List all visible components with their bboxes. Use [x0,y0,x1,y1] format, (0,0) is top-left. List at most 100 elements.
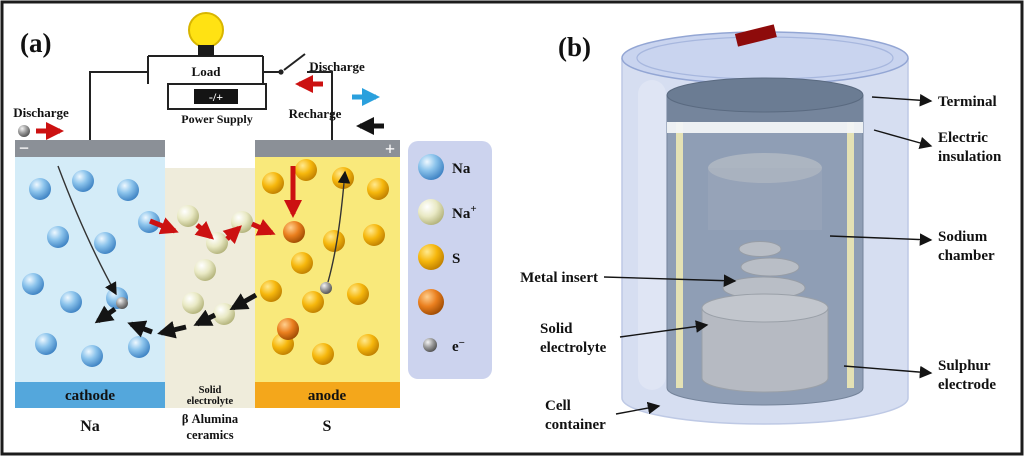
electrolyte-label-line1: Solid [199,385,222,396]
legend-s-sphere-icon [418,244,444,270]
light-bulb-icon [188,12,224,48]
recharge-ion-arrow-icon [193,309,217,327]
metal-insert-disc-1 [738,241,782,257]
na-cathode-particle [138,211,160,233]
metal-insert-label: Metal insert [520,270,598,286]
s-anode-particle [323,230,345,252]
bulb-base [198,45,214,56]
legend-electron-sphere-icon [423,338,437,352]
direction-arrows: Discharge Recharge Discharge [13,59,384,141]
na-cathode-particle [94,232,116,254]
cell-regions: − + [15,138,400,382]
recharge-ion-arrow-icon [157,320,187,339]
panel-b-label: (b) [558,32,591,62]
electric-insulation-label-line1: Electric [938,130,988,146]
electron-particles [18,125,332,309]
cathode-label: cathode [65,388,115,404]
s-anode-particle [347,283,369,305]
cell-container-label-line1: Cell [545,398,571,414]
legend-na-plus-label: Na+ [452,203,477,222]
legend-electron-base: e [452,339,459,355]
legend-electron-label: e− [452,337,465,355]
legend-polysulfide-sphere-icon [418,289,444,315]
minus-terminal-label: − [19,138,29,158]
recharge-ion-arrow-icon [229,292,258,311]
legend: Na Na+ S e− [408,141,492,379]
inner-cell-graphic [666,77,864,406]
power-supply-box [167,83,267,110]
solid-electrolyte-label-line2: electrolyte [540,340,607,356]
switch-contact [278,69,284,75]
s-anode-particle [262,172,284,194]
na-ion-arrow-icon [222,225,242,245]
sulphur-electrode-body [701,308,829,393]
solid-electrolyte-wall-left [676,100,683,388]
na-ion-arrow-icon [250,219,276,236]
solid-electrolyte-leader-icon [619,320,709,338]
solid-electrolyte-label-line1: Solid [540,321,573,337]
sodium-chamber-body [708,168,822,230]
metal-insert-leader-icon [603,274,737,287]
na-ion-arrow-icon [149,217,179,235]
metal-insert-disc-2 [740,257,800,277]
electrons-particle [116,297,128,309]
electric-insulation-leader-icon [873,129,933,150]
na-cathode-particle [29,178,51,200]
legend-na-base: Na [452,161,471,177]
na-cathode-particle [47,226,69,248]
legend-na-sphere-icon [418,154,444,180]
na-cathode-particle [72,170,94,192]
s-anode-particle [260,280,282,302]
cathode-bar [15,382,165,408]
terminal-leader-icon [871,93,933,107]
sulphur-electrode-label-line1: Sulphur [938,358,991,374]
beta-alumina-label-line2: ceramics [186,428,233,442]
switch-blade [283,53,306,71]
na-particles-cathode [22,170,160,367]
sodium-chamber-label-line1: Sodium [938,229,988,245]
na-ion-arrow-icon [194,221,215,240]
s-anode-particle [291,252,313,274]
electrons-particle [18,125,30,137]
battery-sign-label: -/+ [209,90,223,104]
electron-path-anode-icon [327,170,351,283]
sodium-chamber-top [708,153,822,183]
s-anode-particle [302,291,324,313]
load-label: Load [192,64,222,79]
anode-material-label: S [323,418,332,435]
electron-path-cathode-icon [57,165,117,296]
sodium-chamber-label-line2: chamber [938,248,995,264]
container-highlight [638,80,666,390]
na-plus-particles-electrolyte [177,205,253,325]
cell-container-leader-icon [615,401,661,415]
battery-symbol-icon [194,89,238,104]
recharge-ion-arrow-icon [94,305,117,324]
cell-container-label-line2: container [545,417,606,433]
legend-na-label: Na [452,161,471,177]
recharge-label: Recharge [289,106,342,121]
external-circuit: Load -/+ Power Supply [89,12,333,140]
plus-terminal-label: + [385,139,395,159]
sodium-chamber-leader-icon [829,233,933,246]
panel-b: (b) Terminal Electric insulation Sodium … [520,24,1002,433]
sulphur-electrode-top [701,293,829,323]
power-supply-label: Power Supply [181,112,252,126]
s-particles-anode [260,159,389,365]
na-cathode-particle [22,273,44,295]
s-anode-particle [332,167,354,189]
terminal-label: Terminal [938,94,997,110]
inner-cell-lid [666,77,864,113]
anode-current-collector [255,140,400,157]
na-cathode-particle [117,179,139,201]
cathode-material-label: Na [80,418,100,435]
legend-na-plus-sphere-icon [418,199,444,225]
s-anode-particle [295,159,317,181]
ion-flow-arrows [57,165,351,339]
electric-insulation-label-line2: insulation [938,149,1002,165]
red-chip [734,24,777,47]
sulphur-electrode-leader-icon [843,365,933,379]
cathode-current-collector [15,140,165,157]
s-anode-particle [367,178,389,200]
